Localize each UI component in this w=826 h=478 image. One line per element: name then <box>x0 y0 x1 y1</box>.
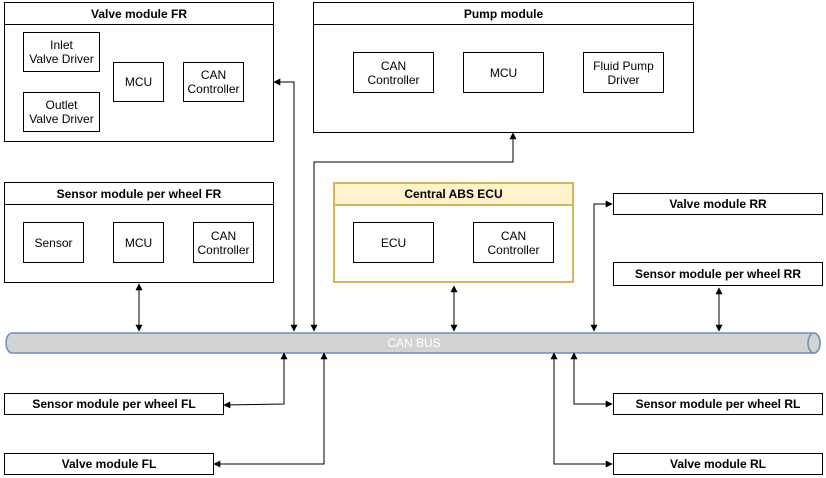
valve-module-fr-title: Valve module FR <box>5 3 273 25</box>
valve-fr-mcu: MCU <box>113 62 164 102</box>
edge-sensor-rl-bus <box>570 352 613 408</box>
edge-valve-rl-bus <box>550 352 613 468</box>
edge-valve-fl-bus <box>213 352 328 468</box>
valve-module-fl: Valve module FL <box>4 453 214 475</box>
edge-sensor-fl-bus <box>223 352 288 409</box>
central-can-controller: CAN Controller <box>473 222 554 263</box>
sensor-module-fr-title: Sensor module per wheel FR <box>5 183 273 205</box>
sensor-fr-sensor: Sensor <box>23 222 84 263</box>
sensor-module-rr: Sensor module per wheel RR <box>613 262 823 286</box>
can-bus <box>5 332 821 354</box>
edge-valve-fr-bus <box>273 78 298 332</box>
sensor-fr-can-controller: CAN Controller <box>193 222 254 263</box>
can-bus-label: CAN BUS <box>387 336 441 350</box>
outlet-valve-driver: Outlet Valve Driver <box>23 92 100 132</box>
pump-module-title: Pump module <box>314 3 693 25</box>
inlet-valve-driver: Inlet Valve Driver <box>23 32 100 72</box>
edge-pump-bus <box>310 132 517 332</box>
valve-fr-can-controller: CAN Controller <box>183 62 244 102</box>
valve-module-rr: Valve module RR <box>613 193 823 215</box>
sensor-fr-mcu: MCU <box>113 222 164 263</box>
valve-module-rl: Valve module RL <box>613 453 823 475</box>
edge-valve-rr-bus <box>590 200 613 332</box>
central-ecu: ECU <box>353 222 434 263</box>
fluid-pump-driver: Fluid Pump Driver <box>583 52 664 93</box>
sensor-module-rl: Sensor module per wheel RL <box>613 393 823 415</box>
pump-mcu: MCU <box>463 52 544 93</box>
central-abs-ecu-title: Central ABS ECU <box>335 184 572 206</box>
sensor-module-fl: Sensor module per wheel FL <box>4 393 224 415</box>
pump-can-controller: CAN Controller <box>353 52 434 93</box>
